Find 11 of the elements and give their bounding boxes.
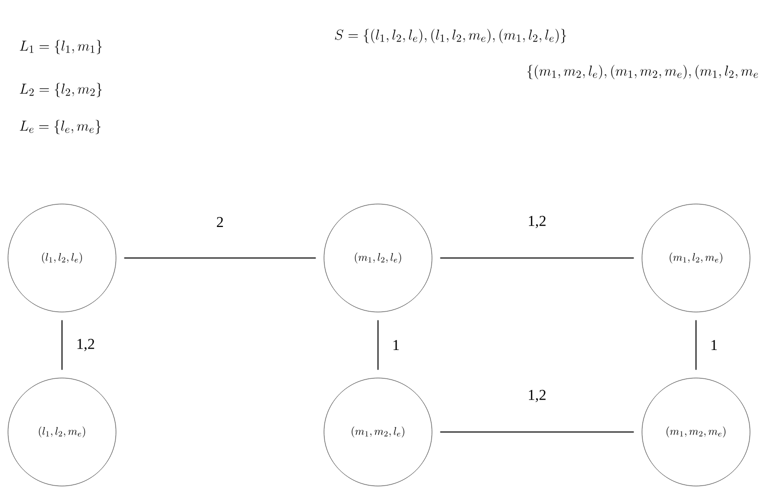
set-formula: $L_2=\{l_2,m_2\}$ (20, 82, 102, 98)
set-formula: $S=\{(l_1,l_2,l_e),(l_1,l_2,m_e),(m_1,l_2,l_e)\}$ (334, 28, 566, 44)
edge-label: 2 (214, 215, 226, 229)
set-formula: $L_1=\{l_1,m_1\}$ (20, 40, 102, 54)
edge-label: 1,2 (526, 388, 548, 404)
set-formula: $L_e=\{l_e,m_e\}$ (20, 120, 101, 134)
edge-label: 1 (390, 338, 402, 352)
edge-label: 1 (708, 338, 720, 352)
edge-label: 1,2 (526, 214, 548, 230)
edge-label: 1,2 (74, 336, 97, 354)
set-formula: $\{(m_1,m_2,l_e),(m_1,m_2,m_e),(m_1,l_2,m_e$ (527, 64, 758, 80)
